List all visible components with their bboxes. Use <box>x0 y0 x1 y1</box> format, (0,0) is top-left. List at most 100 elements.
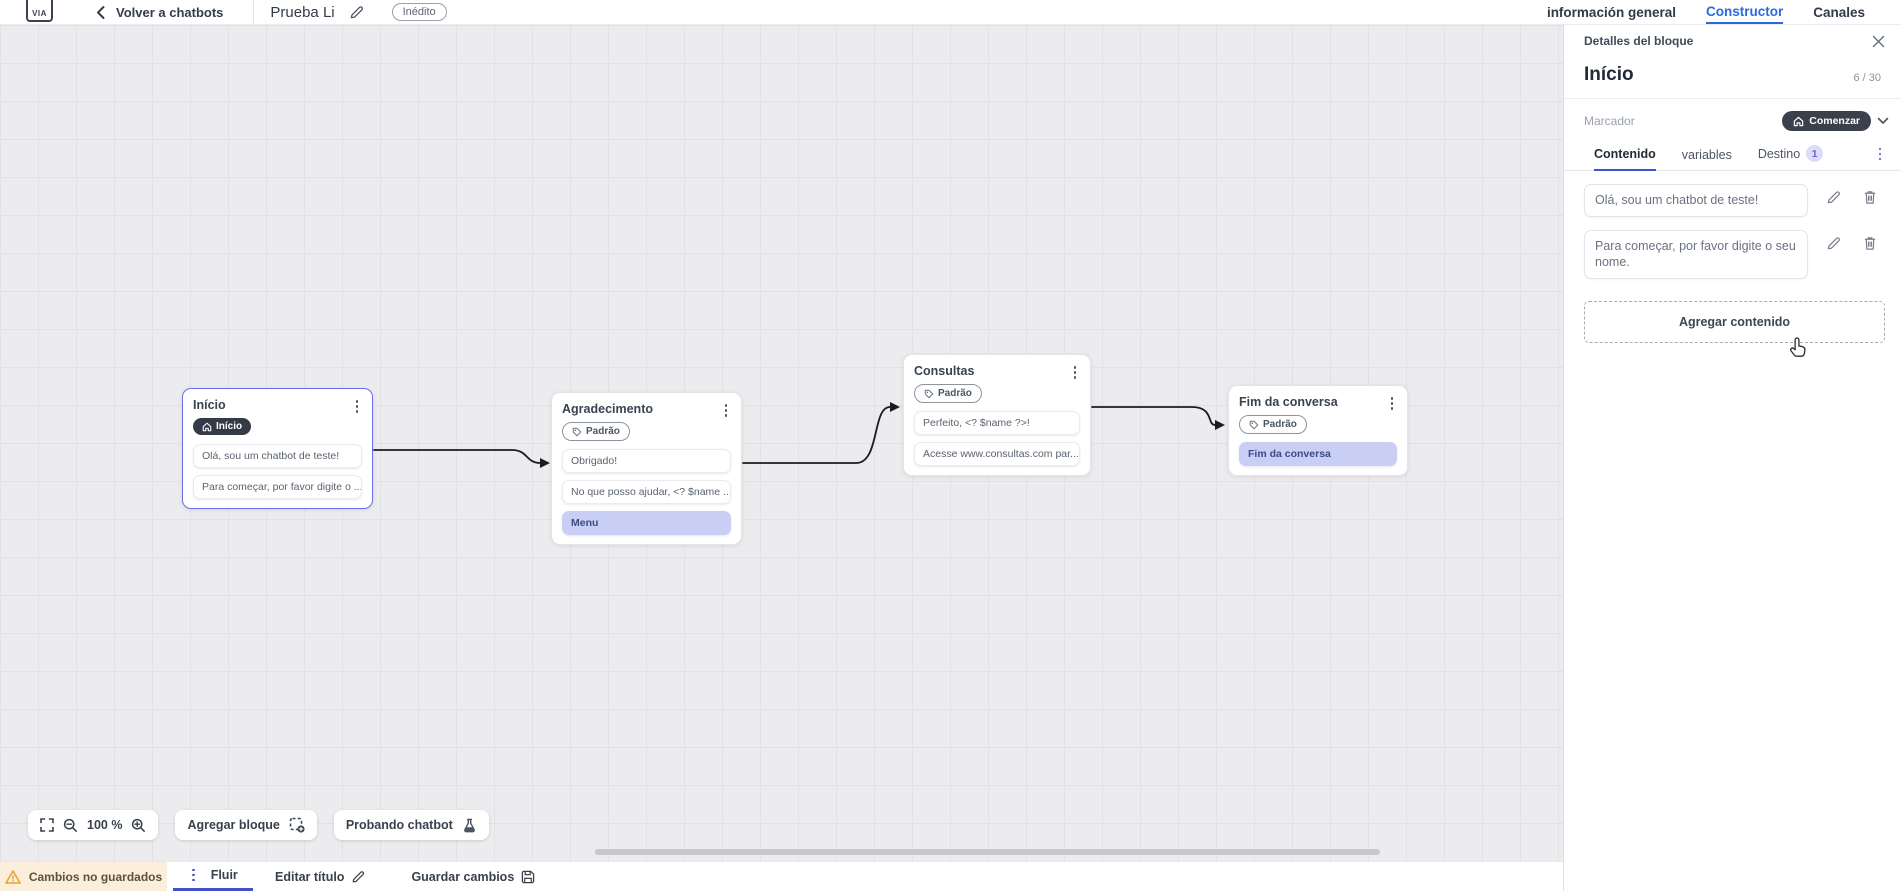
edit-title-label: Editar título <box>275 869 345 884</box>
home-icon <box>202 422 212 431</box>
chatbot-title: Prueba Li <box>270 3 335 21</box>
zoom-out-icon[interactable] <box>63 818 78 833</box>
fullscreen-icon[interactable] <box>40 818 54 832</box>
home-icon <box>1794 116 1804 126</box>
kebab-menu-icon[interactable] <box>352 398 363 415</box>
warning-icon <box>5 869 21 884</box>
block-title: Consultas <box>914 364 975 378</box>
add-content-button[interactable]: Agregar contenido <box>1584 300 1885 343</box>
block-marker-label: Padrão <box>938 388 972 399</box>
marker-select[interactable]: Comenzar <box>1782 111 1871 131</box>
delete-content-icon[interactable] <box>1863 236 1877 251</box>
tag-icon <box>924 389 934 398</box>
back-button[interactable]: Volver a chatbots <box>95 5 223 20</box>
chevron-down-icon[interactable] <box>1877 117 1889 125</box>
marker-label: Marcador <box>1584 114 1635 128</box>
block-content-card[interactable]: Para começar, por favor digite o ... <box>193 474 362 499</box>
content-text-field[interactable]: Olá, sou um chatbot de teste! <box>1584 184 1808 217</box>
panel-tabs: Contenido variables Destino 1 <box>1564 141 1901 171</box>
edit-content-icon[interactable] <box>1826 236 1841 251</box>
block-marker-label: Padrão <box>1263 419 1297 430</box>
block-marker-label: Padrão <box>586 426 620 437</box>
test-chatbot-label: Probando chatbot <box>345 818 453 832</box>
back-label: Volver a chatbots <box>116 4 224 20</box>
block-details-panel: Detalles del bloque Início 6 / 30 Marcad… <box>1563 25 1901 891</box>
block-name: Início <box>1584 64 1634 85</box>
block-content-card[interactable]: Acesse www.consultas.com par... <box>914 441 1080 466</box>
edit-title-button[interactable]: Editar título <box>275 862 365 891</box>
zoom-controls: 100 % <box>28 810 159 840</box>
flow-block-agradecimento[interactable]: Agradecimento Padrão Obrigado! No que po… <box>551 392 742 545</box>
canvas-horizontal-scrollbar[interactable] <box>595 849 1380 855</box>
edit-content-icon[interactable] <box>1826 190 1841 205</box>
tab-destino[interactable]: Destino 1 <box>1757 145 1824 170</box>
top-header: VIA Volver a chatbots Prueba Li Inédito … <box>0 0 1901 25</box>
destino-count-badge: 1 <box>1806 145 1824 162</box>
save-changes-label: Guardar cambios <box>411 869 515 884</box>
block-marker-badge: Padrão <box>562 422 630 441</box>
block-content-card[interactable]: Obrigado! <box>562 448 731 473</box>
flow-tab-label: Fluir <box>210 868 238 882</box>
unsaved-changes-warning: Cambios no guardados <box>0 862 167 891</box>
add-block-label: Agregar bloque <box>187 818 280 832</box>
flow-block-inicio[interactable]: Início Início Olá, sou um chatbot de tes… <box>182 388 373 509</box>
panel-kebab-menu-icon[interactable] <box>1875 146 1886 163</box>
kebab-menu-icon[interactable] <box>721 402 732 419</box>
test-chatbot-button[interactable]: Probando chatbot <box>333 810 489 840</box>
content-text-field[interactable]: Para começar, por favor digite o seu nom… <box>1584 229 1808 279</box>
block-title: Fim da conversa <box>1239 395 1338 409</box>
block-content-card-fim[interactable]: Fim da conversa <box>1239 441 1397 466</box>
kebab-menu-icon[interactable] <box>1387 395 1398 412</box>
status-badge: Inédito <box>391 3 447 21</box>
block-marker-badge: Padrão <box>1239 415 1307 434</box>
panel-divider <box>1564 98 1901 99</box>
header-divider <box>253 0 255 24</box>
block-marker-label: Início <box>216 421 243 432</box>
tab-destino-label: Destino <box>1757 146 1801 161</box>
block-content-card[interactable]: Perfeito, <? $name ?>! <box>914 410 1080 435</box>
block-title: Agradecimento <box>562 402 653 416</box>
tab-fluir[interactable]: Fluir <box>173 862 253 891</box>
chevron-left-icon <box>95 5 106 20</box>
edit-chatbot-title-icon[interactable] <box>349 5 364 20</box>
tab-canales[interactable]: Canales <box>1813 5 1865 20</box>
block-marker-badge: Padrão <box>914 384 982 403</box>
tab-variables[interactable]: variables <box>1681 148 1732 162</box>
app-logo-text: VIA <box>32 9 47 18</box>
tab-informacion-general[interactable]: información general <box>1546 5 1676 20</box>
save-changes-button[interactable]: Guardar cambios <box>411 862 535 891</box>
flow-block-consultas[interactable]: Consultas Padrão Perfeito, <? $name ?>! … <box>903 354 1091 476</box>
save-icon <box>522 870 535 883</box>
tag-icon <box>1249 420 1259 429</box>
block-content-card[interactable]: No que posso ajudar, <? $name ... <box>562 479 731 504</box>
edit-icon <box>353 870 365 882</box>
block-marker-badge: Início <box>193 418 252 435</box>
header-tabs: información general Constructor Canales <box>1546 0 1865 24</box>
kebab-menu-icon[interactable] <box>1070 364 1081 381</box>
close-icon[interactable] <box>1872 35 1885 48</box>
content-item-row: Olá, sou um chatbot de teste! <box>1564 184 1901 217</box>
panel-title: Detalles del bloque <box>1584 34 1694 48</box>
tab-contenido[interactable]: Contenido <box>1594 147 1656 171</box>
delete-content-icon[interactable] <box>1863 190 1877 205</box>
zoom-in-icon[interactable] <box>131 818 146 833</box>
tab-constructor[interactable]: Constructor <box>1705 0 1784 24</box>
warning-text: Cambios no guardados <box>28 869 163 884</box>
block-title: Início <box>193 398 226 412</box>
content-item-row: Para começar, por favor digite o seu nom… <box>1564 229 1901 279</box>
flow-canvas[interactable]: Início Início Olá, sou um chatbot de tes… <box>0 25 1563 861</box>
app-logo: VIA <box>26 0 53 22</box>
flow-block-fim-da-conversa[interactable]: Fim da conversa Padrão Fim da conversa <box>1228 385 1408 476</box>
zoom-level: 100 % <box>87 818 123 832</box>
marker-value: Comenzar <box>1809 115 1860 127</box>
flow-kebab-menu-icon[interactable] <box>188 867 199 884</box>
block-content-card-menu[interactable]: Menu <box>562 510 731 535</box>
tag-icon <box>572 427 582 436</box>
flask-icon <box>463 818 475 832</box>
canvas-toolbar: 100 % Agregar bloque Probando chatbot <box>28 810 489 840</box>
char-counter: 6 / 30 <box>1853 72 1881 84</box>
add-block-button[interactable]: Agregar bloque <box>175 810 317 840</box>
block-content-card[interactable]: Olá, sou um chatbot de teste! <box>193 443 362 468</box>
add-block-icon <box>289 817 305 833</box>
